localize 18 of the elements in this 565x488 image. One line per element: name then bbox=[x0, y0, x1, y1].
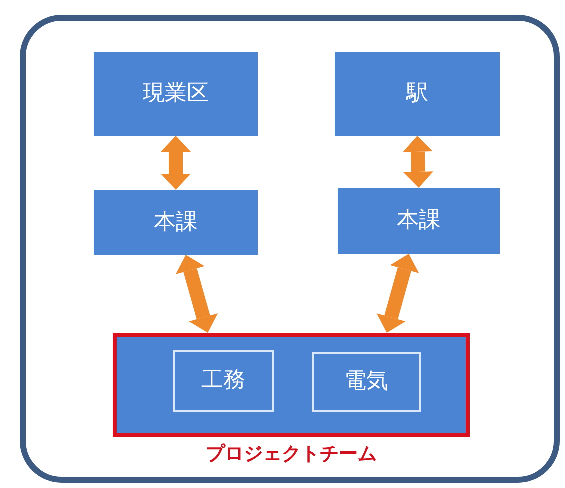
unit-box bbox=[335, 52, 500, 136]
team-label: プロジェクトチーム bbox=[205, 442, 378, 467]
unit-box bbox=[94, 52, 258, 136]
box-label: 本課 bbox=[153, 210, 199, 235]
double-arrow bbox=[402, 136, 434, 188]
box-label: 本課 bbox=[396, 208, 442, 234]
double-arrow bbox=[161, 136, 191, 190]
box-label: 駅 bbox=[405, 82, 430, 106]
unit-box bbox=[94, 190, 258, 255]
box-label: 電気 bbox=[344, 370, 390, 394]
member-box bbox=[312, 352, 421, 412]
box-label: 現業区 bbox=[142, 82, 210, 106]
double-arrow bbox=[176, 255, 218, 333]
double-arrow bbox=[376, 254, 420, 333]
unit-box bbox=[338, 188, 500, 254]
box-label: 工務 bbox=[200, 368, 246, 394]
member-box bbox=[173, 350, 274, 412]
frame-box bbox=[20, 15, 560, 483]
